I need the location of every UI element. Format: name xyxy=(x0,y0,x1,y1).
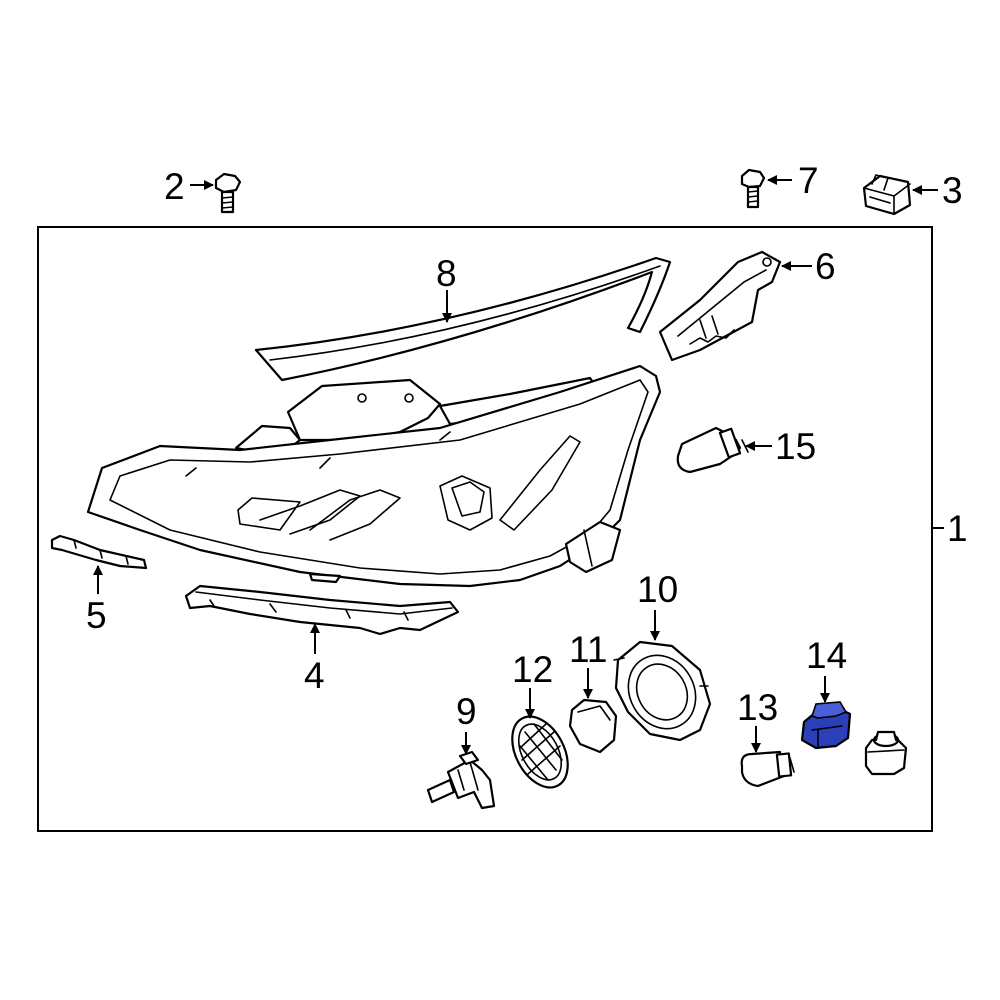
callout-label-15[interactable]: 15 xyxy=(775,426,816,467)
unlabeled-socket-part[interactable] xyxy=(864,730,908,776)
part-3-clip[interactable] xyxy=(862,174,912,216)
part-9-halogen-bulb[interactable] xyxy=(426,750,496,810)
callout-label-9[interactable]: 9 xyxy=(456,691,477,732)
part-8-trim-strip[interactable] xyxy=(254,256,672,382)
callout-label-10[interactable]: 10 xyxy=(637,569,678,610)
callout-label-13[interactable]: 13 xyxy=(737,687,778,728)
callout-label-3[interactable]: 3 xyxy=(942,170,963,211)
callout-label-5[interactable]: 5 xyxy=(86,595,107,636)
part-10-socket-ring[interactable] xyxy=(613,640,712,742)
callout-label-14[interactable]: 14 xyxy=(806,635,847,676)
callout-label-2[interactable]: 2 xyxy=(164,166,185,207)
callout-label-1[interactable]: 1 xyxy=(947,508,968,549)
callout-label-4[interactable]: 4 xyxy=(304,655,325,696)
part-15-wedge-bulb[interactable] xyxy=(676,426,749,474)
part-7-screw[interactable] xyxy=(740,168,766,209)
part-2-bolt[interactable] xyxy=(214,172,242,214)
callout-label-8[interactable]: 8 xyxy=(436,253,457,294)
part-14-bulb-socket[interactable] xyxy=(800,701,852,750)
part-13-bayonet-bulb[interactable] xyxy=(740,750,795,788)
part-11-cover[interactable] xyxy=(568,698,618,754)
part-12-gasket[interactable] xyxy=(501,707,579,797)
callout-label-7[interactable]: 7 xyxy=(798,160,819,201)
callout-label-12[interactable]: 12 xyxy=(512,649,553,690)
part-5-bracket[interactable] xyxy=(50,534,148,570)
callout-label-6[interactable]: 6 xyxy=(815,246,836,287)
headlamp-housing[interactable] xyxy=(86,364,662,588)
part-6-bracket[interactable] xyxy=(658,250,782,362)
part-4-bracket[interactable] xyxy=(184,584,460,636)
callout-label-11[interactable]: 11 xyxy=(569,629,607,670)
